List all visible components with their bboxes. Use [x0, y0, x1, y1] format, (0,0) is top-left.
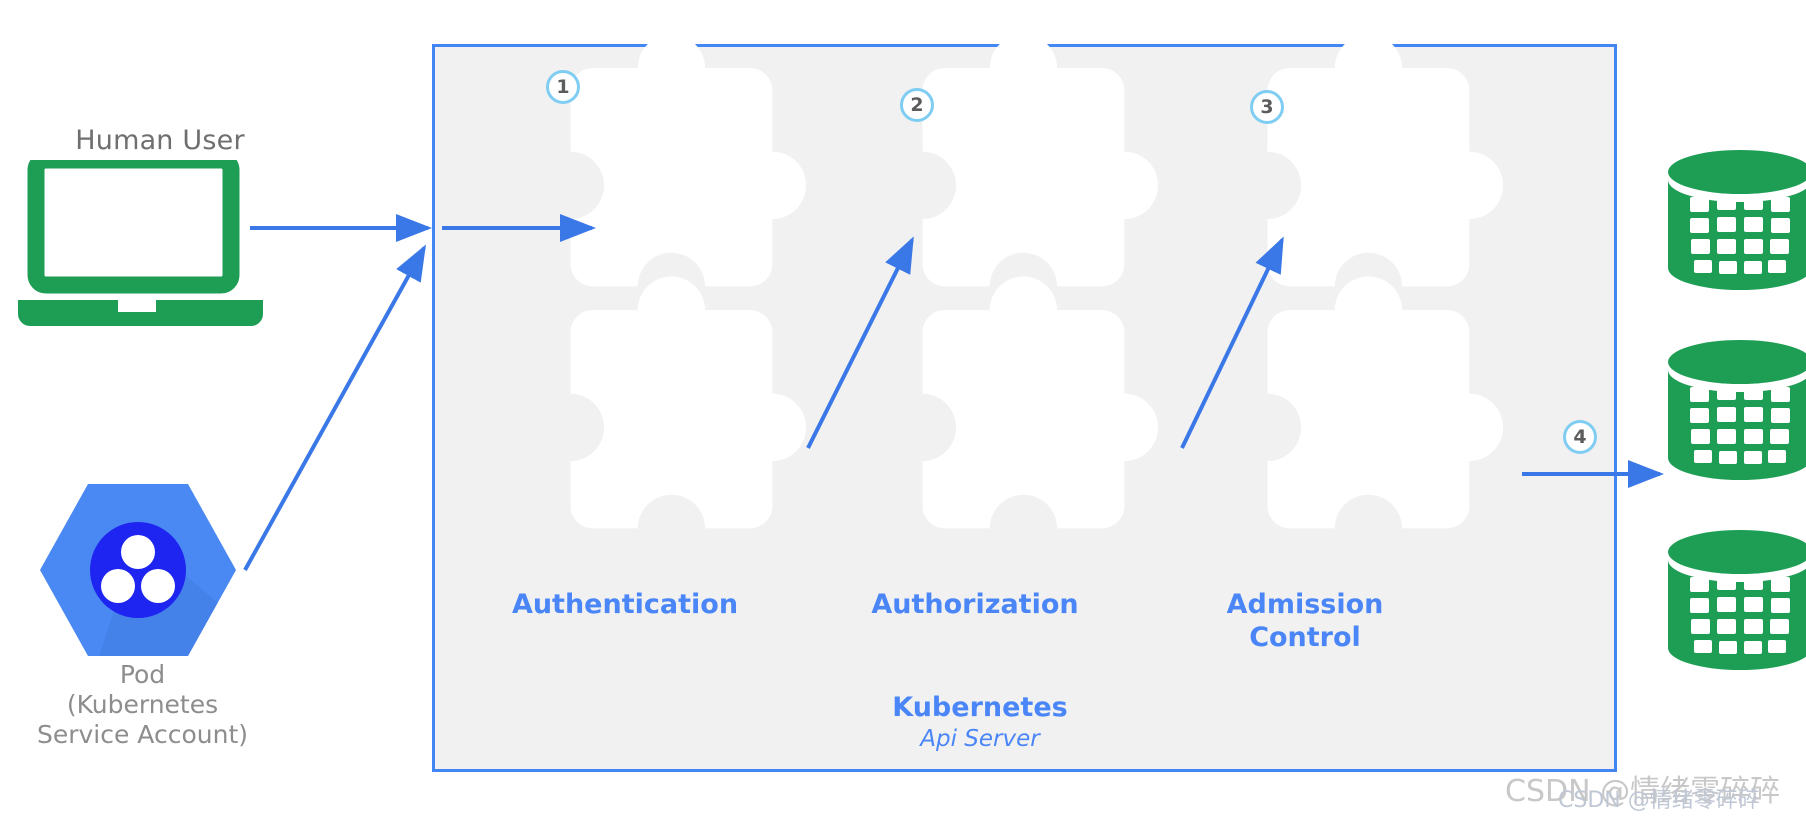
pod-label-line-3: Service Account) — [36, 720, 249, 749]
api-server-title: Kubernetes — [892, 692, 1068, 723]
pod-label: Pod (Kubernetes Service Account) — [10, 660, 275, 750]
laptop-icon — [18, 151, 263, 335]
watermark-secondary: CSDN @情绪零碎碎 — [1558, 788, 1760, 813]
arrow-pod-to-apiserver — [243, 244, 426, 571]
human-user-label: Human User — [75, 125, 245, 156]
database-cylinder-icon-1 — [1668, 150, 1806, 290]
pod-label-line-1: Pod — [119, 660, 166, 689]
database-cylinder-icon-3 — [1668, 530, 1806, 670]
stage-label-admission-line-2: Control — [1249, 622, 1361, 653]
step-badge-1: 1 — [546, 70, 580, 104]
api-server-subtitle: Api Server — [920, 726, 1040, 752]
step-badge-2: 2 — [900, 88, 934, 122]
stage-label-authentication: Authentication — [511, 589, 739, 620]
pod-label-line-2: (Kubernetes — [66, 690, 219, 719]
stage-label-admission-line-1: Admission — [1226, 589, 1384, 620]
stage-label-authorization: Authorization — [871, 589, 1079, 620]
database-cylinder-icon-2 — [1668, 340, 1806, 480]
api-server-panel — [432, 44, 1617, 772]
stage-label-admission-control: Admission Control — [1190, 588, 1420, 654]
pod-hexagon-icon — [38, 480, 238, 660]
step-badge-3: 3 — [1250, 90, 1284, 124]
step-badge-4: 4 — [1563, 420, 1597, 454]
watermark-primary: CSDN @情绪零碎碎 — [1505, 774, 1781, 809]
